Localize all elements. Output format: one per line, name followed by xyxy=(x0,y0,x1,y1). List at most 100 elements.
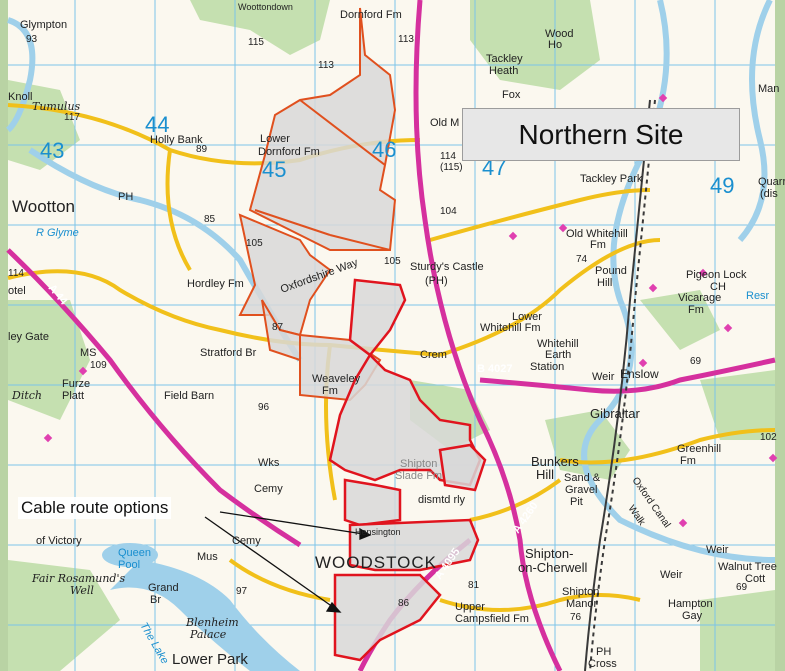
label-pigeon-lock: Pigeon Lock xyxy=(686,269,747,281)
label-enslow: Enslow xyxy=(620,367,659,381)
grid-number-43: 43 xyxy=(40,138,64,163)
height-69a: 69 xyxy=(690,356,702,367)
label-queen: Queen xyxy=(118,547,151,559)
label-station: Station xyxy=(530,361,564,373)
label-dornford-fm: Dornford Fm xyxy=(340,9,402,21)
grid-number-49: 49 xyxy=(710,173,734,198)
label-walnut-tree: Walnut Tree xyxy=(718,561,777,573)
label-old-whitehill: Old Whitehill xyxy=(566,228,628,240)
label-furze-platt: Platt xyxy=(62,390,84,402)
label-grand: Grand xyxy=(148,582,179,594)
height-114: 114 xyxy=(440,151,456,162)
label-pound-hill: Hill xyxy=(597,277,612,289)
label-ph-cross: PH xyxy=(596,646,611,658)
height-105b: 105 xyxy=(384,256,401,267)
label-upper: Upper xyxy=(455,601,485,613)
blenheim-lake xyxy=(110,560,300,671)
label-gravel: Gravel xyxy=(565,484,597,496)
site-parcels-south[interactable] xyxy=(328,278,487,662)
height-117: 117 xyxy=(64,112,80,123)
label-sturdys-ph: (PH) xyxy=(425,275,448,287)
height-93: 93 xyxy=(26,34,38,45)
label-tackley-heath: Heath xyxy=(489,65,518,77)
label-greenhill-fm: Fm xyxy=(680,455,696,467)
grid-number-46: 46 xyxy=(372,137,396,162)
cable-route-callout: Cable route options xyxy=(18,497,172,519)
label-ditch: Ditch xyxy=(11,389,42,402)
label-crem: Crem xyxy=(420,349,447,361)
site-internal-lines xyxy=(254,99,391,251)
label-lower-whitehill-fm: Whitehill Fm xyxy=(480,322,541,334)
height-86: 86 xyxy=(398,598,410,609)
label-hampton: Hampton xyxy=(668,598,713,610)
label-vicarage: Vicarage xyxy=(678,292,721,304)
label-tackley-park: Tackley Park xyxy=(580,173,643,185)
label-lower-whitehill: Lower xyxy=(512,311,542,323)
label-resr: Resr xyxy=(746,290,770,302)
height-102: 102 xyxy=(760,432,777,443)
height-76: 76 xyxy=(570,612,582,623)
height-115b: (115) xyxy=(440,162,463,173)
label-weir: Weir xyxy=(592,371,615,383)
label-dismtd-rly: dismtd rly xyxy=(418,494,466,506)
label-cemy: Cemy xyxy=(254,483,283,495)
label-wood: Wood xyxy=(545,28,574,40)
site-parcels-north[interactable] xyxy=(238,7,397,402)
height-115: 115 xyxy=(248,37,264,48)
label-ph: PH xyxy=(118,191,133,203)
label-hordley: Hordley Fm xyxy=(187,278,244,290)
label-wootton: Wootton xyxy=(12,197,75,216)
label-bunkers: Bunkers xyxy=(531,454,579,469)
label-whitehill-earth2: Earth xyxy=(545,349,571,361)
height-87: 87 xyxy=(272,322,284,333)
label-fox: Fox xyxy=(502,89,521,101)
label-cemy2: Cemy xyxy=(232,535,261,547)
label-tackley: Tackley xyxy=(486,53,523,65)
label-grand-br: Br xyxy=(150,594,161,606)
height-96: 96 xyxy=(258,402,270,413)
label-shipton-slade-fm: Slade Fm xyxy=(395,470,442,482)
spot-heights: 115 113 113 117 114 104 105 105 109 89 8… xyxy=(8,34,777,623)
label-quarry: Quarr xyxy=(758,176,785,188)
label-queen-pool: Pool xyxy=(118,559,140,571)
label-manor: Man xyxy=(758,83,779,95)
label-weir2: Weir xyxy=(706,544,729,556)
label-weaveley: Weaveley xyxy=(312,373,361,385)
railways xyxy=(584,99,656,671)
label-campsfield: Campsfield Fm xyxy=(455,613,529,625)
height-97: 97 xyxy=(236,586,248,597)
label-lower-dornford: Lower xyxy=(260,133,290,145)
label-knoll: Knoll xyxy=(8,91,32,103)
label-lower-park: Lower Park xyxy=(172,651,248,668)
label-hensington: Hensington xyxy=(355,527,401,537)
height-114b: 114 xyxy=(8,268,24,279)
label-old-whitehill-fm: Fm xyxy=(590,239,606,251)
label-ms: MS xyxy=(80,347,97,359)
label-quarry2: (dis xyxy=(760,188,778,200)
height-113a: 113 xyxy=(398,34,414,45)
label-hampton-gay: Gay xyxy=(682,610,703,622)
label-whitehill-earth: Whitehill xyxy=(537,338,579,350)
label-woodstock: WOODSTOCK xyxy=(315,553,437,572)
label-mus: Mus xyxy=(197,551,218,563)
height-104: 104 xyxy=(440,206,457,217)
label-sand: Sand & xyxy=(564,472,601,484)
label-old-m: Old M xyxy=(430,117,459,129)
label-fair-rosamund-well: Well xyxy=(70,584,94,597)
height-89: 89 xyxy=(196,144,208,155)
label-glympton: Glympton xyxy=(20,19,67,31)
label-bunkers-hill: Hill xyxy=(536,467,554,482)
queen-pool xyxy=(102,543,158,567)
label-fair-rosamund: Fair Rosamund's xyxy=(31,572,125,585)
grid-number-45: 45 xyxy=(262,157,286,182)
label-cross: Cross xyxy=(588,658,617,670)
grid-number-44: 44 xyxy=(145,112,169,137)
label-tumulus: Tumulus xyxy=(32,100,81,113)
label-sturdys-castle: Sturdy's Castle xyxy=(410,261,484,273)
height-81: 81 xyxy=(468,580,480,591)
label-greenhill: Greenhill xyxy=(677,443,721,455)
label-walnut-cott: Cott xyxy=(745,573,765,585)
label-lower-dornford-fm: Dornford Fm xyxy=(258,146,320,158)
